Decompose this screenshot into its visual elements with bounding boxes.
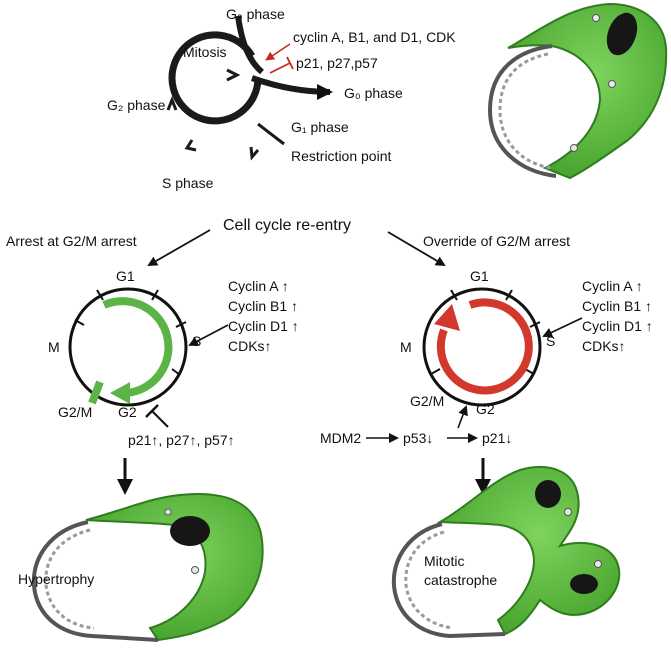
inhibitors-label: p21, p27,p57 [296, 55, 378, 71]
progress-arc [102, 297, 173, 397]
outcome-label: Hypertrophy [18, 571, 94, 587]
organelle [191, 566, 199, 574]
organelle [164, 508, 172, 516]
pathway-p21: p21↓ [482, 430, 512, 446]
restriction-point-tick [257, 122, 285, 146]
marker-cyclin-a: Cyclin A ↑ [228, 278, 289, 294]
arrest-block-bar [88, 380, 104, 405]
arrest-heading: Arrest at G2/M arrest [6, 233, 137, 249]
s-phase-label: S phase [162, 175, 214, 191]
phase-tick [96, 289, 104, 301]
cycle-ring [168, 31, 262, 125]
cardiomyocyte-catastrophe: Mitotic catastrophe [391, 466, 621, 639]
marker-cyclin-b1: Cyclin B1 ↑ [228, 298, 298, 314]
phase-tick [529, 321, 541, 328]
m-label: M [48, 339, 60, 355]
progress-loop [436, 298, 533, 395]
nucleus [606, 12, 638, 56]
cycle-circle [422, 287, 542, 407]
progress-arrowhead [110, 382, 130, 404]
g2-label: G2 [118, 404, 137, 420]
g0-entry-arrow [235, 15, 265, 75]
t-tubule-arc [498, 52, 553, 170]
phase-tick [175, 321, 187, 328]
g2-label: G2 [476, 401, 495, 417]
g1-label: G1 [116, 268, 135, 284]
g0-phase-exit-label: G₀ phase [344, 85, 403, 101]
t-tubule-arc [404, 530, 453, 630]
inhibitor-bar [286, 56, 294, 70]
cycle-circle [68, 287, 188, 407]
outcome-label-line2: catastrophe [424, 572, 497, 588]
override-heading: Override of G2/M arrest [423, 233, 570, 249]
split-arrow-left [147, 229, 211, 266]
g1-phase-label: G₁ phase [291, 119, 349, 135]
organelle [594, 560, 602, 568]
cell-body [507, 2, 668, 180]
nucleus [535, 480, 561, 508]
cell-membrane-arc [487, 44, 557, 178]
override-panel: Override of G2/M arrest G1 S M G2 G2/M C… [320, 233, 653, 495]
inhibitor-line [269, 62, 291, 74]
restriction-point-label: Restriction point [291, 148, 391, 164]
phase-tick [505, 289, 513, 301]
cardiomyocyte-top [487, 2, 668, 180]
marker-cyclin-b1: Cyclin B1 ↑ [582, 298, 652, 314]
cell-body [436, 466, 621, 636]
marker-cyclin-a: Cyclin A ↑ [582, 278, 643, 294]
cycle-chevron-icon [166, 95, 178, 111]
cycle-chevron-icon [226, 68, 241, 82]
inhibition-line [151, 410, 169, 428]
cycle-chevron-icon [184, 139, 197, 152]
cell-cycle-reentry-title: Cell cycle re-entry [223, 217, 351, 234]
cardiomyocyte-hypertrophy: Hypertrophy [18, 493, 264, 642]
phase-tick [450, 289, 458, 301]
phase-tick [171, 368, 181, 376]
cell-body [85, 493, 264, 642]
activator-arrow [265, 43, 291, 61]
organelle [608, 80, 616, 88]
cycle-chevron-icon [249, 146, 260, 161]
cell-membrane-arc [31, 520, 159, 642]
m-label: M [400, 339, 412, 355]
organelle [570, 144, 578, 152]
split-arrow-right [387, 231, 446, 267]
inhibition-bar [145, 404, 159, 418]
g1-label: G1 [470, 268, 489, 284]
g2-phase-label: G₂ phase [107, 97, 166, 113]
marker-arrow [188, 324, 229, 346]
inhibitors-label: p21↑, p27↑, p57↑ [128, 432, 235, 448]
cell-membrane-arc [391, 522, 506, 639]
marker-arrow [542, 317, 583, 338]
g2m-label: G2/M [58, 404, 92, 420]
mitosis-label: Mitosis [183, 44, 227, 60]
marker-cdks: CDKs↑ [582, 338, 626, 354]
pathway-to-g2-arrow [457, 405, 468, 429]
marker-cyclin-d1: Cyclin D1 ↑ [228, 318, 299, 334]
marker-cdks: CDKs↑ [228, 338, 272, 354]
g0-exit-arrow [250, 75, 333, 100]
outcome-label-line1: Mitotic [424, 553, 464, 569]
g2m-label: G2/M [410, 393, 444, 409]
organelle [564, 508, 572, 516]
marker-cyclin-d1: Cyclin D1 ↑ [582, 318, 653, 334]
s-label: S [192, 333, 201, 349]
g0-phase-top-label: G₀ phase [226, 6, 285, 22]
activators-label: cyclin A, B1, and D1, CDK [293, 29, 456, 45]
t-tubule-arc [44, 528, 95, 630]
pathway-mdm2: MDM2 [320, 430, 361, 446]
nucleus [570, 574, 598, 594]
phase-tick [151, 289, 159, 301]
nucleus [170, 516, 210, 546]
arrest-panel: Arrest at G2/M arrest G1 S M G2 G2/M Cyc… [6, 233, 299, 495]
phase-tick [430, 368, 441, 375]
phase-tick [74, 319, 85, 326]
pathway-p53: p53↓ [403, 430, 433, 446]
s-label: S [546, 333, 555, 349]
progress-arrowhead [434, 304, 460, 331]
top-cell-cycle: G₀ phase Mitosis G₂ phase S phase G₁ pha… [107, 6, 456, 191]
organelle [592, 14, 600, 22]
